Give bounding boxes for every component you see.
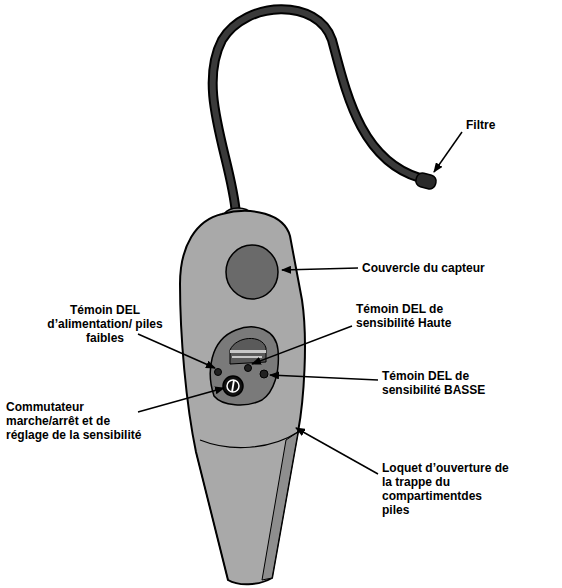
- switch-label: Commutateur marche/arrêt et de réglage d…: [6, 400, 142, 442]
- battery-latch-label: Loquet d’ouverture de la trappe du compa…: [382, 461, 512, 517]
- low-led-label: Témoin DEL de sensibilité BASSE: [382, 369, 492, 397]
- sensor-cover-label: Couvercle du capteur: [362, 261, 522, 275]
- power-led-label: Témoin DEL d’alimentation/ piles faibles: [40, 303, 170, 345]
- high-led-label: Témoin DEL de sensibilité Haute: [356, 302, 466, 330]
- filter-label: Filtre: [466, 118, 526, 132]
